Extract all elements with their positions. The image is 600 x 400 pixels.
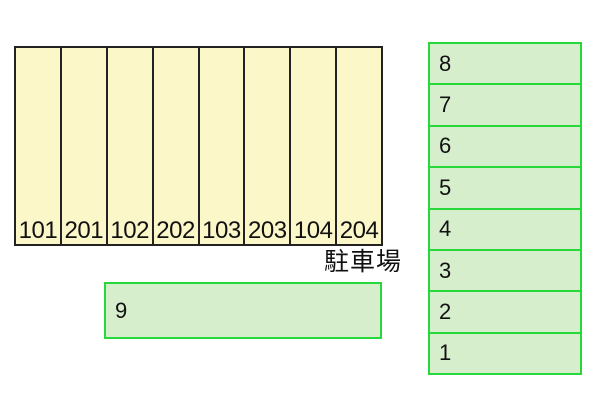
parking-space: 203 <box>245 48 292 244</box>
parking-space-number: 204 <box>339 217 379 244</box>
parking-space: 204 <box>337 48 381 244</box>
parking-space: 3 <box>430 251 580 293</box>
parking-space: 5 <box>430 168 580 210</box>
parking-space: 102 <box>108 48 154 244</box>
parking-space: 202 <box>154 48 200 244</box>
parking-space-number: 1 <box>439 340 452 366</box>
parking-space-number: 203 <box>248 217 287 244</box>
parking-space: 103 <box>200 48 246 244</box>
parking-space: 104 <box>291 48 338 244</box>
parking-space-number: 201 <box>64 217 104 244</box>
parking-space-number: 202 <box>156 217 195 244</box>
parking-space: 2 <box>430 292 580 334</box>
parking-space: 8 <box>430 44 580 86</box>
parking-space-number: 8 <box>439 50 452 76</box>
parking-space-number: 2 <box>439 298 452 324</box>
parking-space-number: 6 <box>439 133 452 159</box>
parking-space-number: 3 <box>439 257 452 283</box>
parking-space: 1 <box>430 334 580 373</box>
parking-space-number: 104 <box>293 217 333 244</box>
diagram-title: 駐車場 <box>323 248 402 276</box>
parking-space: 101 <box>16 48 62 244</box>
parking-space-number: 101 <box>18 217 58 244</box>
parking-space: 201 <box>62 48 108 244</box>
side-parking-block: 8 7 6 5 4 3 2 1 <box>428 42 582 375</box>
main-parking-block: 101 201 102 202 103 203 104 204 <box>14 46 383 246</box>
parking-space-number: 103 <box>202 217 241 244</box>
parking-space: 7 <box>430 85 580 127</box>
parking-space-number: 5 <box>439 174 452 200</box>
parking-space-number: 9 <box>115 297 128 323</box>
parking-space: 4 <box>430 210 580 251</box>
parking-space-number: 102 <box>110 217 149 244</box>
parking-space-number: 4 <box>439 216 452 242</box>
parking-space-number: 7 <box>439 92 452 118</box>
parking-space-wide: 9 <box>104 282 382 339</box>
parking-space: 6 <box>430 127 580 169</box>
